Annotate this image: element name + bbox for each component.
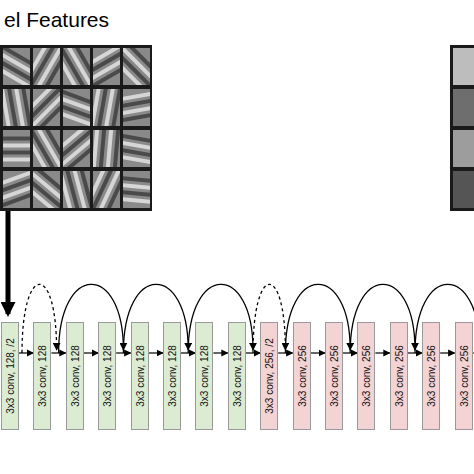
layer-label: 3x3 conv, 256 bbox=[329, 345, 340, 407]
filter-tile bbox=[63, 48, 90, 85]
feature-tile bbox=[453, 171, 474, 208]
flow-arrow bbox=[408, 352, 422, 353]
tail-line bbox=[473, 352, 474, 353]
filter-tile bbox=[93, 171, 120, 208]
conv-layer-box: 3x3 conv, 256 bbox=[325, 322, 343, 430]
layer-label: 3x3 conv, 256, /2 bbox=[264, 338, 275, 413]
filter-tile bbox=[33, 130, 60, 167]
conv-layer-box: 3x3 conv, 128, /2 bbox=[1, 322, 19, 430]
flow-arrow bbox=[343, 352, 357, 353]
conv-layer-box: 3x3 conv, 256 bbox=[357, 322, 375, 430]
conv-layer-box: 3x3 conv, 256 bbox=[293, 322, 311, 430]
feature-tile bbox=[453, 89, 474, 126]
conv-layer-box: 3x3 conv, 128 bbox=[98, 322, 116, 430]
filter-tile bbox=[33, 48, 60, 85]
layer-label: 3x3 conv, 256 bbox=[458, 345, 469, 407]
conv-layer-box: 3x3 conv, 256 bbox=[390, 322, 408, 430]
flow-arrow bbox=[19, 352, 33, 353]
filter-tile bbox=[63, 89, 90, 126]
flow-arrow bbox=[246, 352, 260, 353]
filter-tile bbox=[3, 171, 30, 208]
layer-label: 3x3 conv, 256 bbox=[426, 345, 437, 407]
layer-label: 3x3 conv, 256 bbox=[393, 345, 404, 407]
filter-tile bbox=[33, 171, 60, 208]
conv-layer-box: 3x3 conv, 128 bbox=[66, 322, 84, 430]
flow-arrow bbox=[51, 352, 65, 353]
feature-tile bbox=[453, 130, 474, 167]
layer-label: 3x3 conv, 128 bbox=[37, 345, 48, 407]
layer-label: 3x3 conv, 128 bbox=[69, 345, 80, 407]
flow-arrow bbox=[278, 352, 292, 353]
conv-layer-box: 3x3 conv, 128 bbox=[163, 322, 181, 430]
filter-tile bbox=[93, 48, 120, 85]
right-feature-frame bbox=[450, 45, 474, 211]
filter-tile bbox=[93, 130, 120, 167]
flow-arrow bbox=[181, 352, 195, 353]
conv-layer-box: 3x3 conv, 256, /2 bbox=[260, 322, 278, 430]
filter-tile bbox=[63, 130, 90, 167]
filter-tile bbox=[3, 89, 30, 126]
filter-tile bbox=[33, 89, 60, 126]
layer-label: 3x3 conv, 128 bbox=[167, 345, 178, 407]
layer-label: 3x3 conv, 128 bbox=[102, 345, 113, 407]
filter-tiles bbox=[0, 25, 178, 231]
filter-tile bbox=[123, 130, 150, 167]
conv-layer-box: 3x3 conv, 256 bbox=[455, 322, 473, 430]
flow-arrow bbox=[375, 352, 389, 353]
conv-layer-box: 3x3 conv, 128 bbox=[131, 322, 149, 430]
layer-label: 3x3 conv, 128, /2 bbox=[5, 338, 16, 413]
filter-tile bbox=[123, 171, 150, 208]
filter-tile bbox=[3, 48, 30, 85]
filter-tile bbox=[93, 89, 120, 126]
layer-label: 3x3 conv, 128 bbox=[199, 345, 210, 407]
conv-layer-box: 3x3 conv, 128 bbox=[195, 322, 213, 430]
conv-layer-box: 3x3 conv, 128 bbox=[33, 322, 51, 430]
layer-label: 3x3 conv, 128 bbox=[134, 345, 145, 407]
flow-arrow bbox=[149, 352, 163, 353]
conv-layer-box: 3x3 conv, 256 bbox=[422, 322, 440, 430]
flow-arrow bbox=[116, 352, 130, 353]
layer-label: 3x3 conv, 256 bbox=[361, 345, 372, 407]
right-feature-tiles bbox=[453, 48, 474, 208]
flow-arrow bbox=[84, 352, 98, 353]
layer-label: 3x3 conv, 256 bbox=[296, 345, 307, 407]
flow-arrow bbox=[213, 352, 227, 353]
feature-tile bbox=[453, 48, 474, 85]
flow-arrow bbox=[311, 352, 325, 353]
conv-layer-box: 3x3 conv, 128 bbox=[228, 322, 246, 430]
feature-arrow bbox=[6, 211, 11, 314]
filter-tile bbox=[63, 171, 90, 208]
flow-arrow bbox=[440, 352, 454, 353]
section-title: el Features bbox=[4, 8, 109, 32]
filter-tile bbox=[123, 89, 150, 126]
layer-label: 3x3 conv, 128 bbox=[231, 345, 242, 407]
filter-tile bbox=[3, 130, 30, 167]
filter-tile bbox=[123, 48, 150, 85]
